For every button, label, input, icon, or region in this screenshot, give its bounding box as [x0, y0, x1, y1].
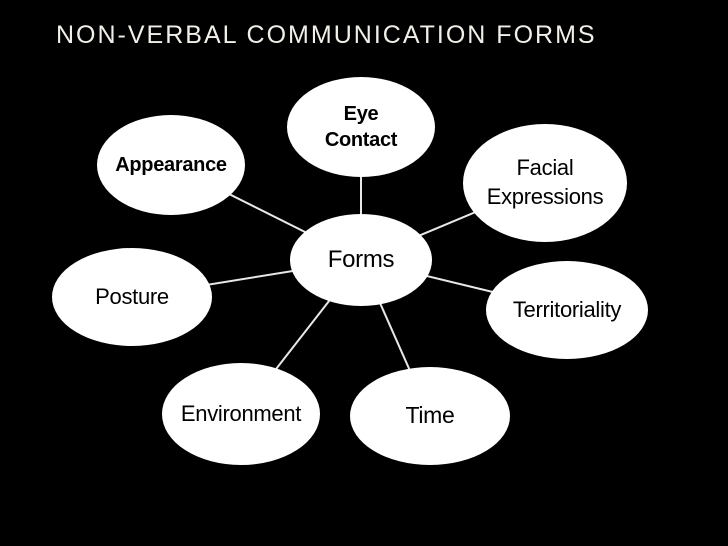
node-eye-contact: Eye Contact [287, 77, 435, 177]
node-label-territoriality: Territoriality [512, 296, 622, 322]
node-label-facial-expressions: Facial Expressions [486, 155, 604, 209]
node-label-time: Time [405, 402, 455, 429]
node-label-eye-contact: Eye Contact [324, 103, 398, 151]
node-facial-expressions: Facial Expressions [463, 124, 627, 242]
node-environment: Environment [162, 363, 320, 465]
node-label-appearance: Appearance [115, 154, 227, 176]
node-forms: Forms [290, 214, 432, 306]
node-label-environment: Environment [180, 400, 302, 426]
node-posture: Posture [52, 248, 212, 346]
node-time: Time [350, 367, 510, 465]
node-appearance: Appearance [97, 115, 245, 215]
node-label-posture: Posture [95, 283, 169, 309]
node-territoriality: Territoriality [486, 261, 648, 359]
slide-title: NON-VERBAL COMMUNICATION FORMS [56, 21, 597, 49]
node-label-forms: Forms [327, 246, 395, 274]
